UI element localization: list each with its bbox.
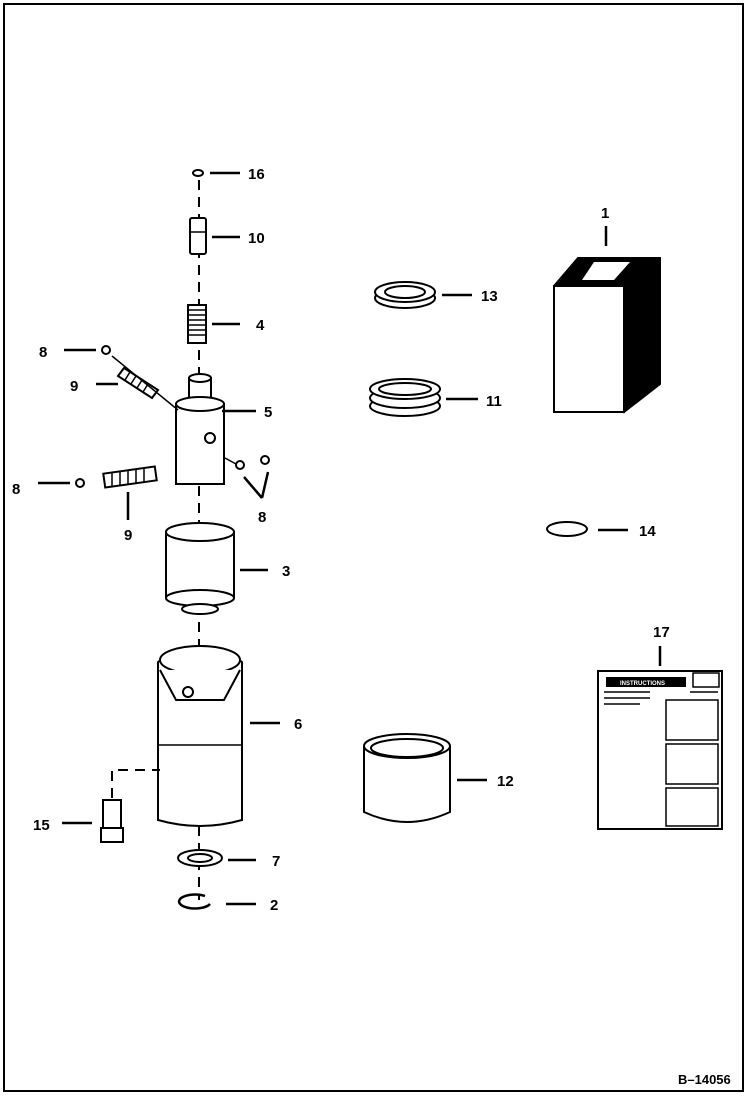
part-13-seal: 13 — [374, 281, 498, 309]
callout-5: 5 — [264, 404, 272, 421]
drawing-frame — [3, 3, 744, 1092]
callout-8c: 8 — [258, 509, 266, 526]
part-16-o-ring: 16 — [192, 166, 265, 183]
instructions-heading: INSTRUCTIONS — [620, 681, 665, 687]
callout-16: 16 — [248, 166, 265, 183]
callout-12: 12 — [497, 773, 514, 790]
callout-10: 10 — [248, 230, 265, 247]
callout-11: 11 — [486, 393, 502, 410]
callout-7: 7 — [272, 853, 280, 870]
callout-8b: 8 — [12, 481, 20, 498]
part-10-sleeve: 10 — [189, 217, 265, 255]
part-2-retaining-ring: 2 — [177, 893, 278, 914]
part-8-balls-right: 8 — [224, 455, 270, 526]
part-12-bushing: 12 — [363, 733, 514, 823]
part-8-ball-lower: 8 — [12, 478, 85, 498]
part-4-spring: 4 — [187, 304, 265, 344]
callout-8a: 8 — [39, 344, 47, 361]
callout-4: 4 — [256, 317, 265, 334]
part-6-housing: 6 — [157, 645, 302, 827]
part-14-o-ring: 14 — [546, 521, 656, 540]
callout-17: 17 — [653, 624, 670, 641]
part-11-wiper-seal: 11 — [369, 378, 502, 417]
callout-2: 2 — [270, 897, 278, 914]
part-9-spring-upper: 9 — [70, 355, 179, 411]
part-15-bolt: 15 — [33, 769, 160, 843]
callout-14: 14 — [639, 523, 656, 540]
callout-3: 3 — [282, 563, 290, 580]
drawing-reference: B–14056 — [678, 1072, 731, 1087]
callout-6: 6 — [294, 716, 302, 733]
callout-9b: 9 — [124, 527, 132, 544]
callout-9a: 9 — [70, 378, 78, 395]
callout-13: 13 — [481, 288, 498, 305]
part-7-washer: 7 — [177, 849, 280, 870]
part-17-instruction-sheet: INSTRUCTIONS 17 — [597, 624, 723, 830]
part-1-kit-box: 1 — [552, 205, 661, 414]
part-9-spring-lower: 9 — [102, 465, 158, 544]
part-5-valve-body: 5 — [175, 373, 272, 485]
callout-1: 1 — [601, 205, 609, 222]
part-8-ball-upper: 8 — [39, 344, 111, 361]
part-3-cartridge: 3 — [165, 522, 290, 615]
callout-15: 15 — [33, 817, 50, 834]
